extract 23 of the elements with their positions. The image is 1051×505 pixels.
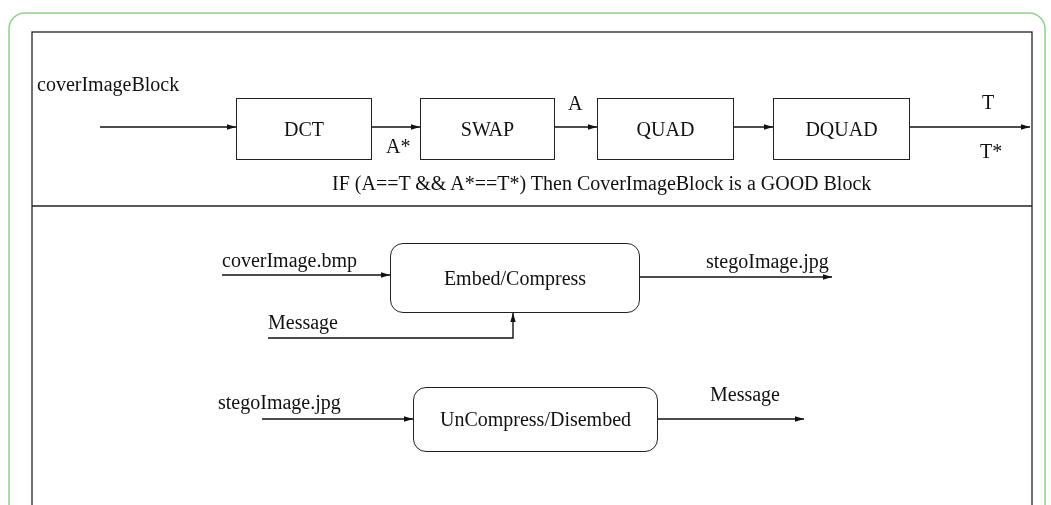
box-label: DQUAD [805,117,878,141]
condition-note: IF (A==T && A*==T*) Then CoverImageBlock is a GOOD Block [332,172,872,194]
arrow [657,416,805,422]
arrow [267,312,516,339]
process-box [420,98,555,160]
arrow [99,124,237,130]
arrow [261,416,414,422]
arrow [554,124,598,130]
box-label: UnCompress/Disembed [439,408,632,431]
arrow [639,274,833,280]
process-box [773,98,910,160]
box-label: QUAD [636,117,695,141]
arrow [909,124,1031,130]
box-label: SWAP [460,117,515,141]
box-label: Embed/Compress [443,266,587,290]
process-box [413,387,658,452]
process-box [390,243,640,313]
arrow [733,124,774,130]
process-box [236,98,372,160]
process-box [597,98,734,160]
box-label: DCT [284,117,324,141]
arrow [371,124,421,130]
arrow [221,272,391,278]
